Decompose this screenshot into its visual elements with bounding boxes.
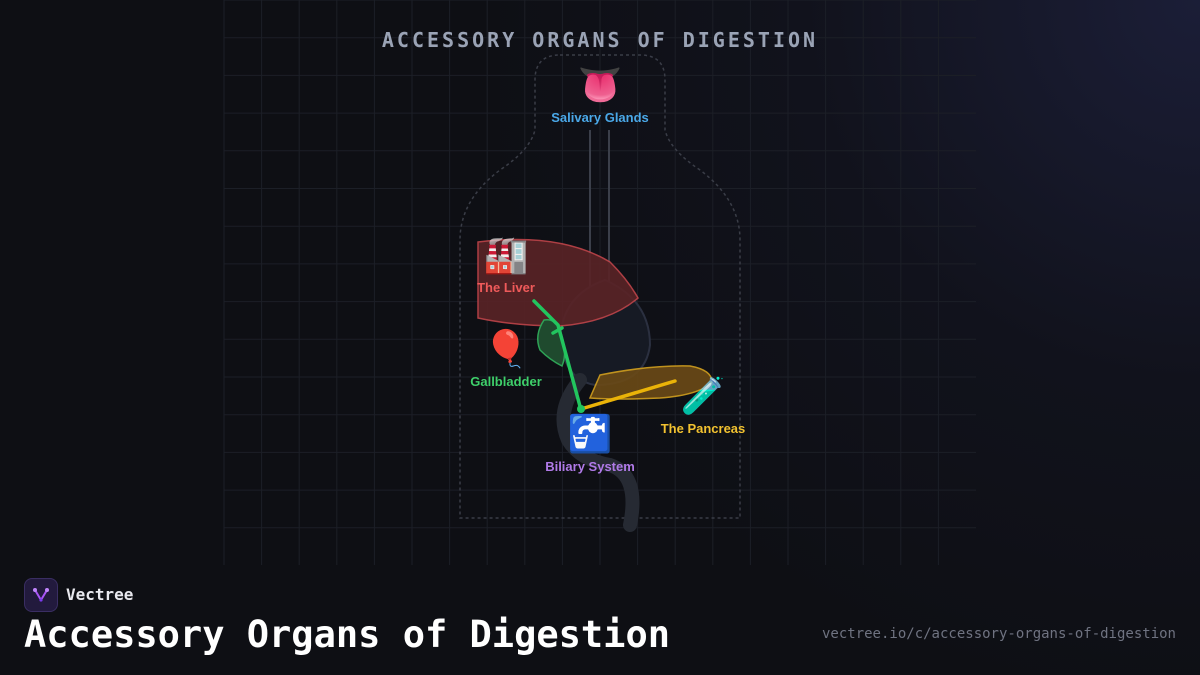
intestine-curve [556, 373, 640, 532]
water-tap-icon: 🚰 [567, 413, 613, 454]
node-label: Biliary System [545, 459, 635, 474]
footer: Vectree Accessory Organs of Digestion ve… [0, 565, 1200, 675]
balloon-icon: 🎈 [483, 328, 529, 369]
brand-name[interactable]: Vectree [66, 585, 134, 604]
liver-shape [477, 238, 639, 327]
node-label: The Liver [477, 280, 535, 295]
diagram-title: ACCESSORY ORGANS OF DIGESTION [381, 28, 819, 52]
node-label: Salivary Glands [551, 110, 649, 125]
duct-junction [577, 405, 585, 413]
node-label: Gallbladder [470, 374, 542, 389]
page-url[interactable]: vectree.io/c/accessory-organs-of-digesti… [821, 626, 1176, 642]
tongue-icon: 👅 [577, 64, 623, 105]
node-gallbladder[interactable]: 🎈 Gallbladder [470, 328, 542, 389]
page-title: Accessory Organs of Digestion [24, 613, 671, 656]
factory-icon: 🏭 [483, 234, 529, 275]
node-salivary-glands[interactable]: 👅 Salivary Glands [551, 64, 649, 125]
node-liver[interactable]: 🏭 The Liver [477, 234, 535, 295]
node-pancreas[interactable]: 🧪 The Pancreas [661, 375, 746, 436]
node-biliary-system[interactable]: 🚰 Biliary System [545, 413, 635, 474]
node-label: The Pancreas [660, 421, 746, 436]
test-tube-icon: 🧪 [680, 375, 726, 416]
pancreatic-duct [579, 379, 677, 411]
common-bile-duct [532, 299, 583, 412]
pancreas-shape [588, 365, 713, 400]
vectree-logo-icon[interactable] [24, 578, 58, 612]
